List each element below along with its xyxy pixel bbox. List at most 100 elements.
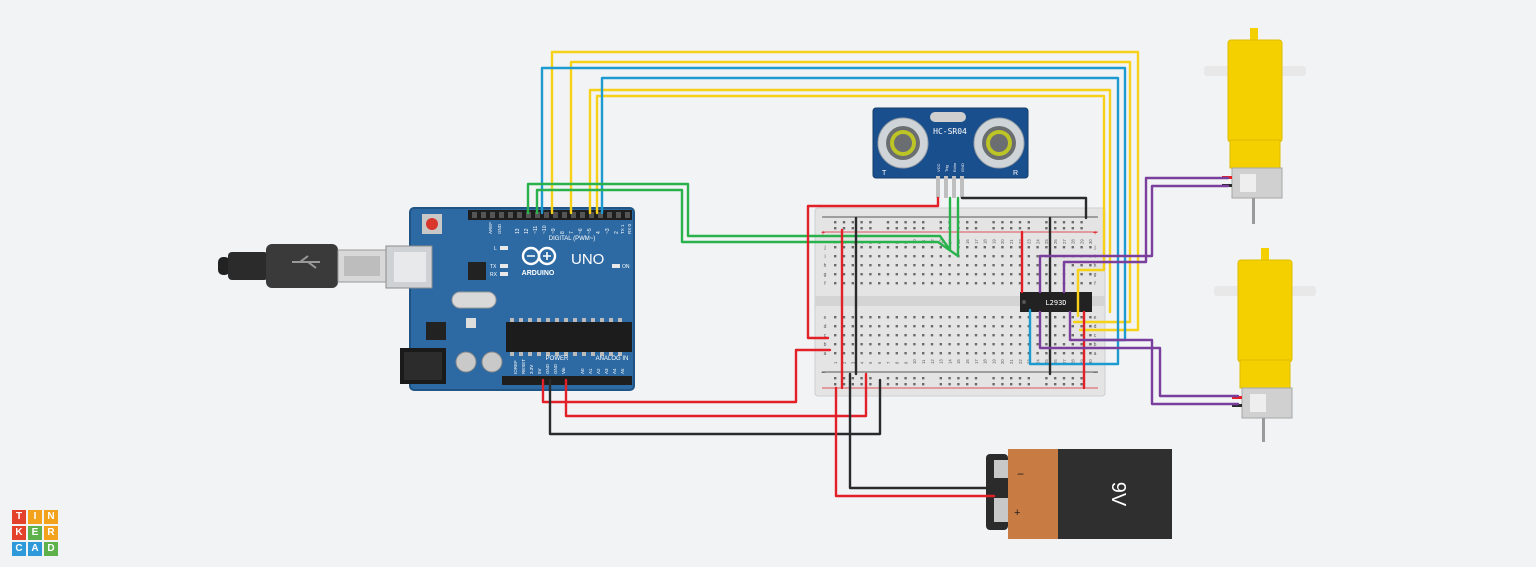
breadboard-hole[interactable] — [1027, 273, 1030, 276]
breadboard-hole[interactable] — [1089, 343, 1092, 346]
breadboard-hole[interactable] — [974, 377, 978, 380]
breadboard-hole[interactable] — [842, 255, 846, 258]
breadboard-hole[interactable] — [983, 246, 986, 249]
breadboard-hole[interactable] — [869, 255, 872, 258]
breadboard-hole[interactable] — [834, 352, 837, 355]
wire-black-battery[interactable] — [848, 372, 996, 490]
reset-button[interactable] — [426, 218, 438, 230]
breadboard-hole[interactable] — [930, 246, 934, 249]
breadboard-hole[interactable] — [930, 264, 934, 267]
breadboard-hole[interactable] — [1001, 221, 1004, 224]
breadboard-hole[interactable] — [842, 227, 846, 230]
breadboard-hole[interactable] — [904, 316, 907, 319]
breadboard-hole[interactable] — [1027, 227, 1030, 230]
breadboard-hole[interactable] — [983, 255, 986, 258]
breadboard-hole[interactable] — [1010, 255, 1013, 258]
breadboard-hole[interactable] — [939, 383, 942, 386]
wire-yellow-2[interactable] — [569, 60, 1132, 324]
breadboard-hole[interactable] — [913, 221, 916, 224]
breadboard-hole[interactable] — [1001, 383, 1004, 386]
breadboard-hole[interactable] — [869, 227, 872, 230]
l293d-driver-chip[interactable]: L293D — [1020, 292, 1092, 312]
breadboard-hole[interactable] — [913, 334, 916, 337]
breadboard-hole[interactable] — [913, 377, 916, 380]
breadboard-hole[interactable] — [948, 377, 951, 380]
breadboard-hole[interactable] — [1018, 383, 1022, 386]
breadboard-hole[interactable] — [1001, 316, 1004, 319]
breadboard-hole[interactable] — [1054, 377, 1057, 380]
breadboard-hole[interactable] — [1010, 334, 1013, 337]
breadboard-hole[interactable] — [860, 325, 863, 328]
breadboard-hole[interactable] — [1036, 316, 1039, 319]
breadboard-hole[interactable] — [869, 316, 872, 319]
breadboard-hole[interactable] — [1054, 316, 1057, 319]
breadboard-hole[interactable] — [904, 334, 907, 337]
breadboard-hole[interactable] — [922, 282, 925, 285]
breadboard-hole[interactable] — [851, 383, 854, 386]
breadboard-hole[interactable] — [878, 273, 881, 276]
breadboard-hole[interactable] — [869, 325, 872, 328]
breadboard-hole[interactable] — [930, 334, 934, 337]
breadboard-hole[interactable] — [922, 221, 925, 224]
breadboard-hole[interactable] — [1054, 352, 1057, 355]
breadboard-hole[interactable] — [1080, 282, 1083, 285]
breadboard-hole[interactable] — [1036, 273, 1039, 276]
breadboard-hole[interactable] — [1080, 264, 1083, 267]
breadboard-hole[interactable] — [1045, 264, 1048, 267]
breadboard-hole[interactable] — [913, 316, 916, 319]
breadboard-hole[interactable] — [904, 227, 907, 230]
breadboard-hole[interactable] — [939, 343, 942, 346]
breadboard-hole[interactable] — [834, 221, 837, 224]
breadboard-hole[interactable] — [834, 377, 837, 380]
breadboard-hole[interactable] — [869, 264, 872, 267]
breadboard-hole[interactable] — [913, 282, 916, 285]
breadboard-hole[interactable] — [860, 352, 863, 355]
breadboard-hole[interactable] — [834, 255, 837, 258]
breadboard-hole[interactable] — [992, 316, 995, 319]
breadboard-hole[interactable] — [992, 221, 995, 224]
breadboard-hole[interactable] — [1010, 316, 1013, 319]
breadboard-hole[interactable] — [869, 221, 872, 224]
breadboard-hole[interactable] — [1018, 377, 1022, 380]
breadboard-hole[interactable] — [939, 352, 942, 355]
breadboard-hole[interactable] — [1045, 316, 1048, 319]
breadboard-hole[interactable] — [904, 255, 907, 258]
breadboard-hole[interactable] — [1045, 246, 1048, 249]
breadboard-hole[interactable] — [1080, 246, 1083, 249]
breadboard-hole[interactable] — [1080, 383, 1083, 386]
breadboard-hole[interactable] — [966, 227, 969, 230]
breadboard-hole[interactable] — [1001, 227, 1004, 230]
breadboard-hole[interactable] — [1027, 383, 1030, 386]
breadboard-hole[interactable] — [1054, 325, 1057, 328]
breadboard-hole[interactable] — [983, 316, 986, 319]
breadboard-hole[interactable] — [922, 325, 925, 328]
breadboard-hole[interactable] — [1062, 325, 1066, 328]
breadboard-hole[interactable] — [1045, 282, 1048, 285]
breadboard-hole[interactable] — [1071, 352, 1074, 355]
breadboard-hole[interactable] — [992, 264, 995, 267]
breadboard-hole[interactable] — [1080, 334, 1083, 337]
breadboard-hole[interactable] — [1045, 352, 1048, 355]
breadboard-hole[interactable] — [1045, 377, 1048, 380]
breadboard-hole[interactable] — [869, 343, 872, 346]
breadboard-hole[interactable] — [842, 343, 846, 346]
breadboard-hole[interactable] — [948, 352, 951, 355]
breadboard-hole[interactable] — [851, 352, 854, 355]
breadboard-hole[interactable] — [869, 273, 872, 276]
breadboard-hole[interactable] — [860, 255, 863, 258]
breadboard-hole[interactable] — [1071, 383, 1074, 386]
breadboard-hole[interactable] — [1018, 334, 1022, 337]
breadboard-hole[interactable] — [886, 352, 890, 355]
breadboard-hole[interactable] — [957, 325, 960, 328]
breadboard-hole[interactable] — [922, 334, 925, 337]
breadboard-hole[interactable] — [930, 352, 934, 355]
breadboard-hole[interactable] — [895, 325, 898, 328]
breadboard-hole[interactable] — [860, 221, 863, 224]
breadboard-hole[interactable] — [895, 255, 898, 258]
breadboard-hole[interactable] — [1062, 221, 1066, 224]
breadboard-hole[interactable] — [834, 383, 837, 386]
breadboard-hole[interactable] — [904, 377, 907, 380]
breadboard-hole[interactable] — [974, 282, 978, 285]
breadboard-hole[interactable] — [860, 383, 863, 386]
breadboard-hole[interactable] — [886, 282, 890, 285]
